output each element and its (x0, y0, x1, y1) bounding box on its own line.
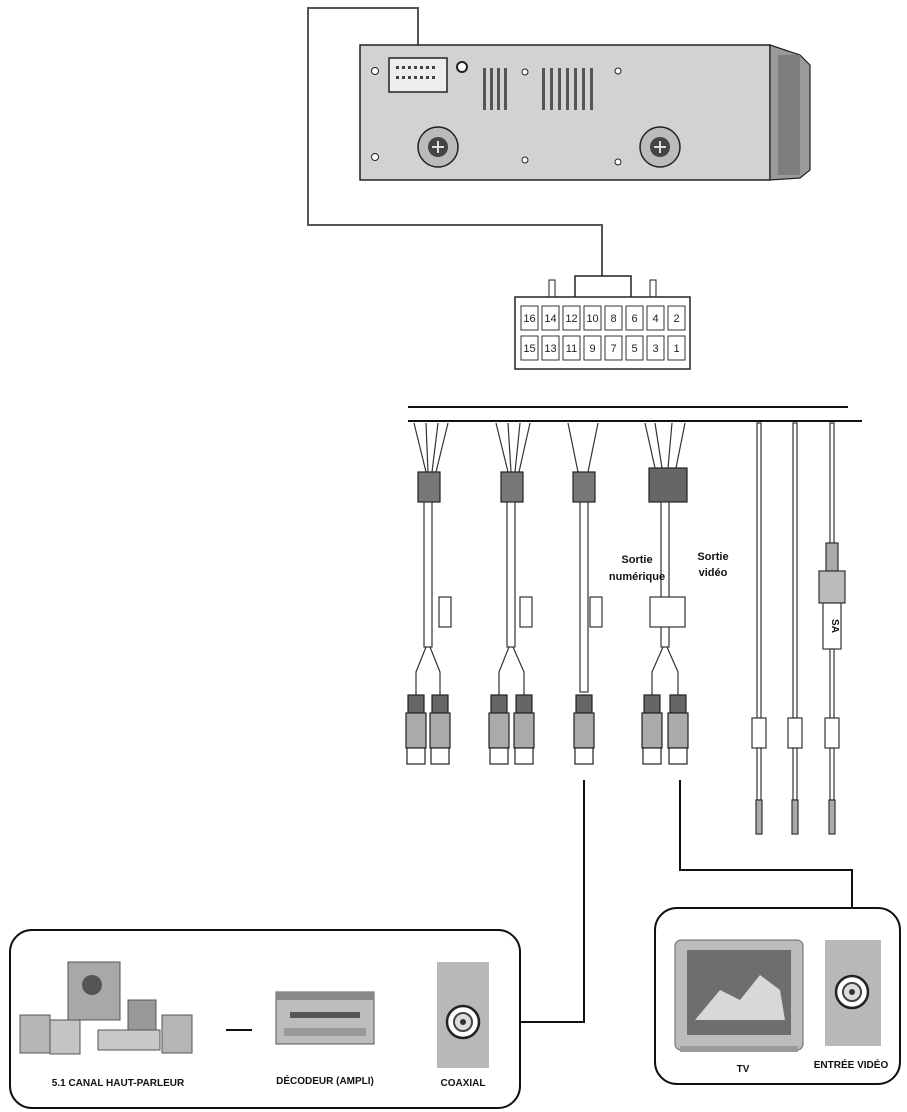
video-out-cable (641, 422, 689, 765)
decoder-label: DÉCODEUR (AMPLI) (276, 1074, 374, 1087)
digital-out-label-line2: numérique (609, 571, 665, 583)
pin-label: 12 (565, 313, 577, 325)
rca-cable-pair-1 (405, 422, 452, 765)
sa-tag: SA (829, 619, 840, 633)
coaxial-label: COAXIAL (441, 1078, 486, 1089)
pin-connector: 16 14 12 10 8 6 4 2 15 13 11 9 7 5 3 1 (514, 275, 691, 370)
pin-label: 11 (566, 343, 577, 355)
head-unit (359, 44, 811, 181)
pin-label: 6 (631, 313, 637, 325)
coax-routing-wire (492, 780, 585, 1023)
speakers-icon (19, 961, 193, 1055)
pin-label: 16 (523, 313, 535, 325)
rca-cable-pair-2 (488, 422, 535, 765)
video-in-label: ENTRÉE VIDÉO (814, 1058, 889, 1071)
tv-box: TV ENTRÉE VIDÉO (654, 907, 901, 1085)
video-routing-wire (679, 780, 853, 940)
single-wires (751, 422, 846, 835)
digital-out-cable (567, 422, 603, 765)
pin-label: 7 (610, 343, 616, 355)
pin-label: 10 (586, 313, 598, 325)
pin-label: 2 (673, 313, 679, 325)
harness-wire (307, 7, 603, 276)
audio-system-box: 5.1 CANAL HAUT-PARLEUR DÉCODEUR (AMPLI) … (9, 929, 521, 1109)
video-out-label-line2: vidéo (699, 567, 728, 579)
pin-label: 8 (610, 313, 616, 325)
pin-label: 9 (589, 343, 595, 355)
digital-out-label-line1: Sortie (621, 554, 652, 566)
pin-label: 3 (652, 343, 658, 355)
pin-label: 1 (673, 343, 679, 355)
decoder-icon (275, 991, 375, 1045)
pin-label: 14 (544, 313, 556, 325)
pin-label: 5 (631, 343, 637, 355)
pin-label: 15 (523, 343, 535, 355)
rear-connector (388, 57, 448, 93)
speaker-label: 5.1 CANAL HAUT-PARLEUR (52, 1078, 185, 1089)
video-in-jack (825, 940, 881, 1046)
tv-label: TV (737, 1064, 750, 1075)
pin-label: 13 (544, 343, 556, 355)
tv-icon (674, 939, 804, 1052)
pin-label: 4 (652, 313, 658, 325)
video-out-label-line1: Sortie (697, 551, 728, 563)
coaxial-jack (437, 962, 489, 1068)
